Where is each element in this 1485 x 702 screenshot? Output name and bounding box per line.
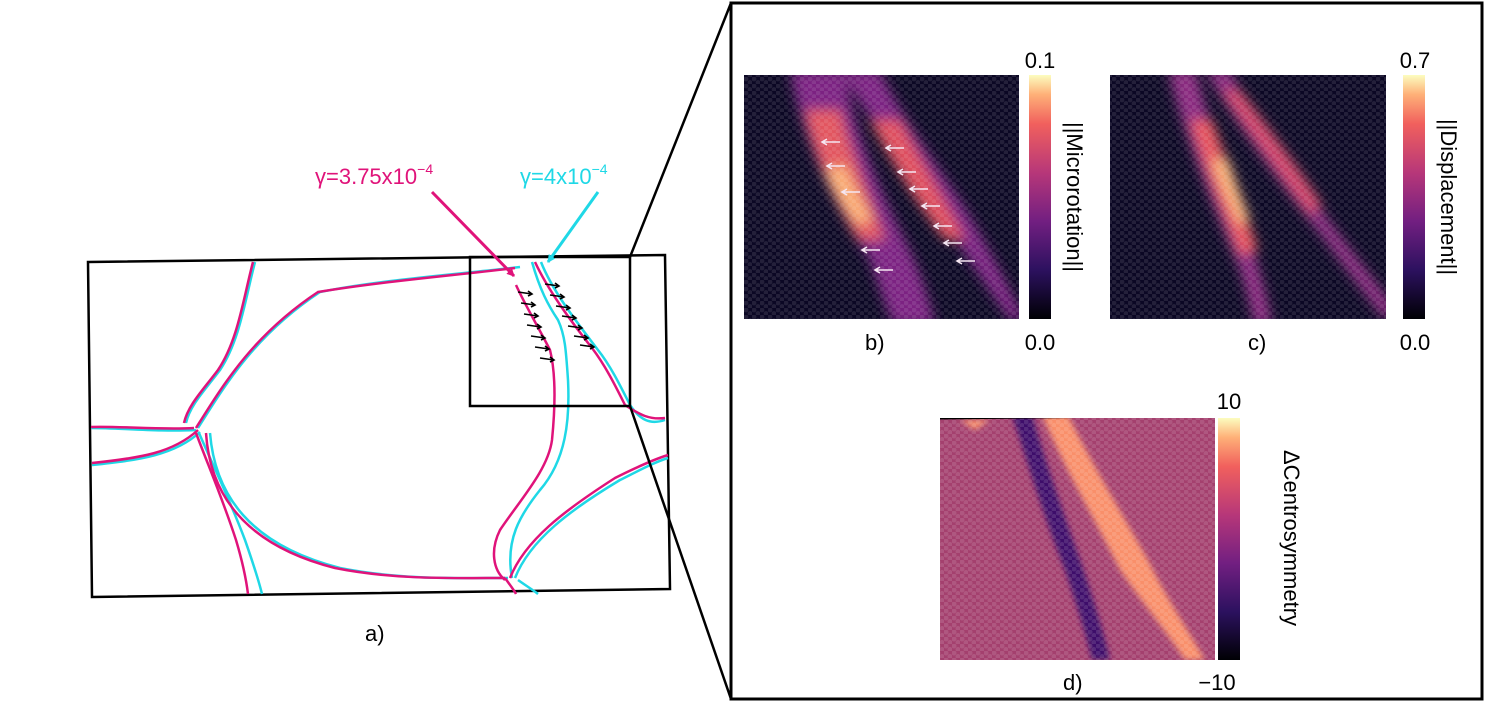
panel-c: 0.7 0.0 ||Displacement|| c) [1110, 48, 1461, 355]
magenta-grain-boundaries [90, 261, 669, 595]
colorbar-title-b: ||Microrotation|| [1062, 122, 1087, 272]
colorbar-max-c: 0.7 [1400, 48, 1431, 73]
displacement-map [1110, 75, 1386, 319]
magenta-gamma-label: γ=3.75x10−4 [315, 161, 433, 189]
colorbar-min-b: 0.0 [1025, 330, 1056, 355]
magenta-annotation-arrow [430, 190, 516, 278]
microrotation-colorbar [1029, 75, 1051, 319]
microrotation-arrows [820, 138, 975, 274]
cyan-gamma-label: γ=4x10−4 [520, 161, 608, 189]
colorbar-title-d: ΔCentrosymmetry [1279, 450, 1304, 626]
panel-b: 0.1 0.0 ||Microrotation|| b) [744, 48, 1087, 355]
cyan-annotation-arrow [546, 191, 600, 263]
panel-d-label: d) [1063, 670, 1083, 695]
colorbar-min-d: −10 [1198, 670, 1235, 695]
zoom-line-top [628, 2, 733, 258]
displacement-colorbar [1403, 75, 1425, 319]
colorbar-max-b: 0.1 [1025, 48, 1056, 73]
panel-a: γ=3.75x10−4 γ=4x10−4 a) [86, 161, 672, 646]
colorbar-max-d: 10 [1217, 389, 1241, 414]
centrosymmetry-map [940, 418, 1215, 660]
colorbar-title-c: ||Displacement|| [1436, 119, 1461, 275]
panel-d: 10 −10 ΔCentrosymmetry d) [940, 389, 1304, 695]
centrosymmetry-colorbar [1218, 418, 1240, 660]
zoom-line-bottom [628, 405, 733, 700]
displacement-arrows-left [517, 290, 556, 363]
panel-c-label: c) [1248, 330, 1266, 355]
displacement-arrows-right [544, 282, 596, 350]
grain-map-frame [86, 253, 672, 599]
microrotation-map [744, 75, 1019, 319]
colorbar-min-c: 0.0 [1400, 330, 1431, 355]
panel-a-label: a) [365, 621, 385, 646]
panel-b-label: b) [865, 330, 885, 355]
